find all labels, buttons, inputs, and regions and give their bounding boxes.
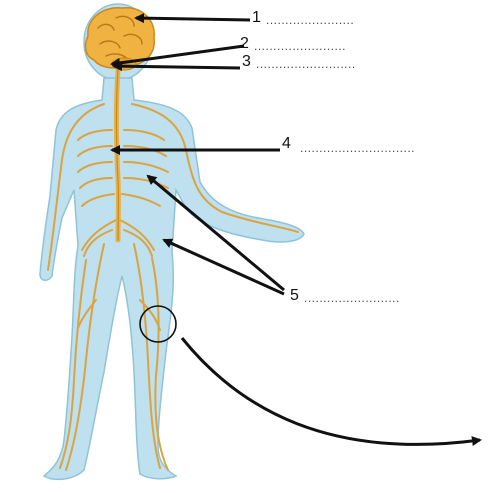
label-5: 5 ......................... bbox=[290, 287, 400, 305]
arrow-5b bbox=[164, 240, 284, 294]
arrow-1 bbox=[136, 18, 250, 20]
answer-line: .............................. bbox=[300, 141, 415, 155]
label-2: 2 ........................ bbox=[240, 35, 346, 53]
label-number: 2 bbox=[240, 35, 249, 52]
arrow-3 bbox=[114, 66, 240, 68]
label-number: 5 bbox=[290, 287, 299, 304]
label-1: 1 ....................... bbox=[252, 9, 354, 27]
answer-line: ........................ bbox=[254, 39, 346, 53]
answer-line: .......................... bbox=[256, 57, 356, 71]
zoom-arrow bbox=[182, 338, 480, 444]
label-3: 3 .......................... bbox=[242, 53, 356, 71]
spinal-cord bbox=[117, 70, 119, 240]
label-number: 3 bbox=[242, 53, 251, 70]
answer-line: ....................... bbox=[266, 13, 354, 27]
label-4: 4 .............................. bbox=[282, 135, 415, 155]
label-number: 1 bbox=[252, 9, 261, 26]
answer-line: ......................... bbox=[304, 291, 400, 305]
label-number: 4 bbox=[282, 135, 291, 152]
